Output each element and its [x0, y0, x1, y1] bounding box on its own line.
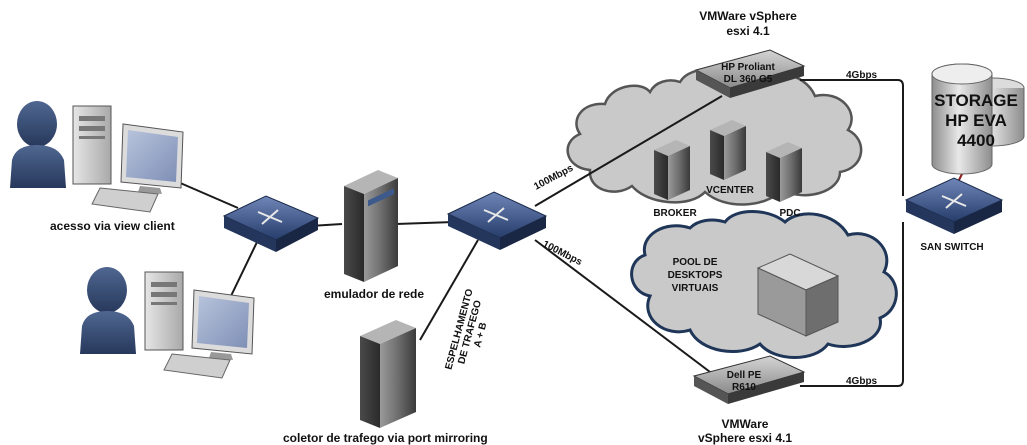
- switch-arrows-icon: [483, 207, 509, 223]
- coletor-server: [360, 320, 416, 428]
- vsphere-bottom-title: VMWare: [722, 417, 769, 431]
- person-icon: [10, 101, 66, 188]
- broker-server: [654, 140, 690, 200]
- keyboard-icon: [163, 353, 231, 379]
- link-4g-bottom: 4Gbps: [846, 376, 878, 387]
- vsphere-bottom-subtitle: vSphere esxi 4.1: [698, 431, 792, 445]
- vcenter-label: VCENTER: [706, 185, 755, 196]
- client-workstation-1: [10, 101, 184, 213]
- vsphere-top-title: VMWare vSphere: [699, 9, 797, 23]
- pc-tower-icon: [72, 105, 112, 185]
- link-user1-switch1: [177, 181, 239, 209]
- link-hp-san: [800, 79, 904, 196]
- monitor-icon: [120, 123, 184, 194]
- monitor-icon: [191, 289, 255, 360]
- link-4g-top: 4Gbps: [846, 70, 878, 81]
- link-speed-top: 100Mbps: [532, 163, 575, 193]
- person-icon: [80, 267, 136, 354]
- connections: [177, 79, 966, 387]
- link-emulador-switch2: [395, 221, 455, 225]
- dell-label-1: Dell PE: [727, 370, 762, 381]
- pdc-server: [766, 142, 802, 202]
- storage-label-2: HP EVA: [945, 111, 1007, 130]
- keyboard-icon: [91, 187, 159, 213]
- pool-label-1: POOL DE: [673, 257, 718, 268]
- hp-proliant-server: [694, 49, 806, 98]
- link-dell-san: [800, 222, 904, 387]
- vcenter-server: [710, 120, 746, 180]
- dell-pe-server: [692, 355, 806, 404]
- broker-label: BROKER: [653, 208, 697, 219]
- hp-server-label-1: HP Proliant: [721, 62, 775, 73]
- access-switch: [222, 195, 320, 252]
- coletor-label: coletor de trafego via port mirroring: [283, 431, 488, 445]
- pdc-label: PDC: [779, 208, 800, 219]
- san-switch: [904, 177, 1004, 234]
- storage-label-3: 4400: [957, 131, 995, 150]
- espelhamento-label: ESPELHAMENTO DE TRAFEGO A + B: [444, 288, 490, 371]
- emulador-server: [344, 170, 398, 282]
- virtual-desktops-icon: [756, 253, 840, 337]
- view-client-label: acesso via view client: [50, 219, 175, 233]
- hp-server-label-2: DL 360 G5: [724, 74, 773, 85]
- storage-array: [931, 63, 1025, 175]
- san-switch-label: SAN SWITCH: [920, 242, 983, 253]
- pool-label-2: DESKTOPS: [668, 270, 723, 281]
- client-workstation-2: [80, 267, 255, 379]
- core-switch: [446, 191, 548, 250]
- link-user2-switch1: [229, 239, 259, 299]
- dell-label-2: R610: [732, 382, 756, 393]
- vsphere-top-subtitle: esxi 4.1: [726, 24, 770, 38]
- link-switch2-hp: [534, 95, 723, 207]
- storage-label-1: STORAGE: [934, 91, 1018, 110]
- pool-label-3: VIRTUAIS: [672, 283, 719, 294]
- link-switch2-dell: [534, 239, 719, 379]
- switch-arrows-icon: [257, 209, 283, 225]
- link-speed-bottom: 100Mbps: [541, 239, 585, 268]
- pc-tower-icon: [144, 271, 184, 351]
- emulador-label: emulador de rede: [324, 287, 424, 301]
- switch-arrows-icon: [941, 193, 967, 209]
- link-switch2-coletor: [419, 239, 479, 341]
